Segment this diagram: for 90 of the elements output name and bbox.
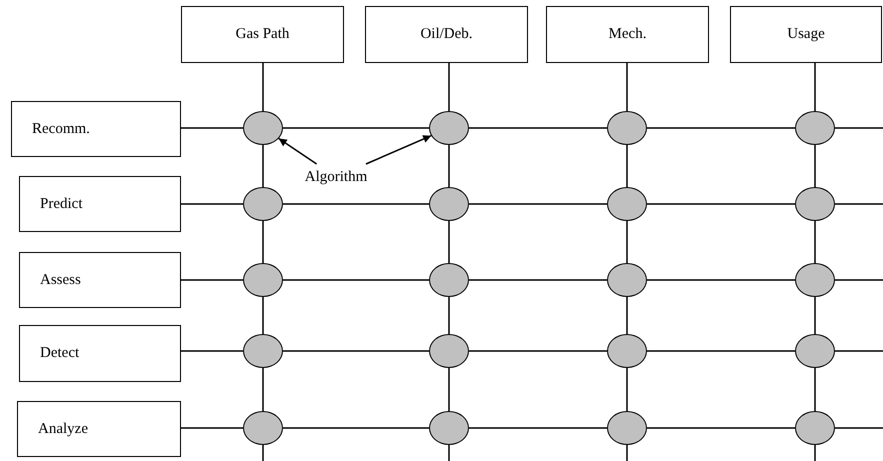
connector-line	[469, 279, 607, 281]
row-label-box	[17, 401, 181, 457]
connector-line	[448, 63, 450, 111]
connector-line	[626, 368, 628, 411]
connector-line	[283, 203, 429, 205]
connector-line	[283, 127, 429, 129]
connector-line	[448, 368, 450, 411]
connector-line	[814, 221, 816, 263]
connector-line	[181, 279, 243, 281]
node-circle	[429, 263, 469, 297]
connector-line	[181, 427, 243, 429]
connector-line	[181, 203, 243, 205]
column-header-box	[546, 6, 709, 63]
node-circle	[243, 263, 283, 297]
connector-line	[835, 279, 883, 281]
box-label: Oil/Deb.	[420, 26, 473, 43]
node-circle	[795, 334, 835, 368]
connector-line	[647, 350, 795, 352]
node-circle	[243, 111, 283, 145]
connector-line	[626, 297, 628, 334]
box-label: Assess	[40, 272, 81, 288]
connector-line	[469, 427, 607, 429]
node-circle	[607, 187, 647, 221]
node-circle	[243, 187, 283, 221]
connector-line	[814, 368, 816, 411]
connector-line	[647, 427, 795, 429]
connector-line	[626, 221, 628, 263]
connector-line	[262, 221, 264, 263]
connector-line	[448, 445, 450, 461]
node-circle	[607, 334, 647, 368]
node-circle	[607, 111, 647, 145]
node-circle	[429, 411, 469, 445]
box-label: Gas Path	[236, 26, 290, 43]
connector-line	[647, 203, 795, 205]
connector-line	[814, 63, 816, 111]
connector-line	[448, 297, 450, 334]
connector-line	[448, 145, 450, 187]
node-circle	[795, 111, 835, 145]
node-circle	[429, 111, 469, 145]
box-label: Recomm.	[32, 120, 90, 138]
node-circle	[243, 411, 283, 445]
connector-line	[262, 297, 264, 334]
connector-line	[469, 350, 607, 352]
arrow	[278, 138, 318, 165]
row-label-box	[19, 252, 181, 308]
box-label: Detect	[40, 345, 80, 362]
connector-line	[469, 127, 607, 129]
arrow	[366, 135, 432, 165]
box-label: Analyze	[38, 420, 88, 438]
column-header-box	[181, 6, 344, 63]
connector-line	[181, 350, 243, 352]
connector-line	[283, 279, 429, 281]
connector-line	[835, 427, 883, 429]
connector-line	[262, 445, 264, 461]
row-label-box	[19, 325, 181, 382]
node-circle	[795, 411, 835, 445]
node-circle	[429, 334, 469, 368]
node-circle	[429, 187, 469, 221]
connector-line	[835, 127, 883, 129]
node-circle	[607, 411, 647, 445]
row-label-box	[11, 101, 181, 157]
connector-line	[647, 279, 795, 281]
box-label: Usage	[787, 26, 825, 43]
node-circle	[243, 334, 283, 368]
node-circle	[795, 187, 835, 221]
connector-line	[283, 350, 429, 352]
connector-line	[814, 145, 816, 187]
connector-line	[262, 368, 264, 411]
connector-line	[835, 350, 883, 352]
column-header-box	[365, 6, 528, 63]
connector-line	[448, 221, 450, 263]
connector-line	[626, 63, 628, 111]
connector-line	[469, 203, 607, 205]
connector-line	[181, 127, 243, 129]
callout-label: Algorithm	[304, 168, 368, 186]
connector-line	[626, 145, 628, 187]
connector-line	[283, 427, 429, 429]
connector-line	[835, 203, 883, 205]
connector-line	[262, 145, 264, 187]
box-label: Mech.	[608, 26, 646, 43]
node-circle	[795, 263, 835, 297]
node-circle	[607, 263, 647, 297]
column-header-box	[730, 6, 882, 63]
connector-line	[262, 63, 264, 111]
connector-line	[814, 445, 816, 461]
connector-line	[626, 445, 628, 461]
box-label: Predict	[40, 196, 82, 212]
connector-line	[647, 127, 795, 129]
row-label-box	[19, 176, 181, 232]
connector-line	[814, 297, 816, 334]
